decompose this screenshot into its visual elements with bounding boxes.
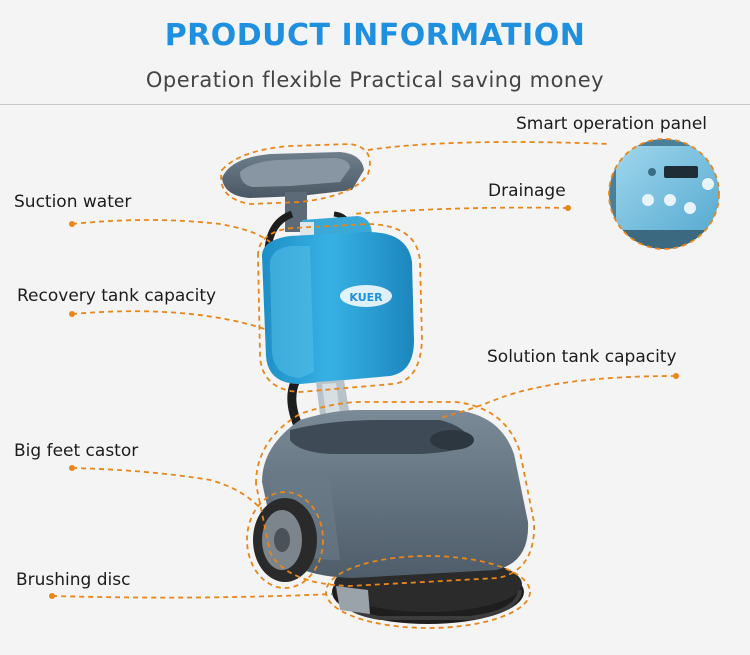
header-divider: [0, 104, 750, 105]
recovery-tank: KUER: [262, 216, 414, 384]
page-subtitle: Operation flexible Practical saving mone…: [145, 68, 605, 92]
callout-dot-brushing-disc: [49, 593, 55, 599]
callout-dot-solution-tank: [673, 373, 679, 379]
label-drainage: Drainage: [488, 181, 566, 201]
panel-inset-border: [608, 138, 720, 250]
callout-dot-suction-water: [69, 221, 75, 227]
callout-line-suction-water: [71, 219, 271, 243]
panel-button-icon: [684, 202, 696, 214]
power-indicator-icon: [648, 168, 656, 176]
label-suction-water: Suction water: [14, 192, 132, 212]
callout-line-solution-tank: [439, 375, 677, 419]
callout-dot-recovery-tank: [69, 311, 75, 317]
callout-line-smart-panel: [367, 141, 611, 151]
callout-line-drainage: [351, 206, 569, 215]
brand-logo: KUER: [349, 291, 383, 304]
label-solution-tank-capacity: Solution tank capacity: [487, 347, 677, 367]
callout-line-recovery-tank: [71, 310, 269, 331]
panel-button-icon: [642, 194, 654, 206]
callout-line-big-feet-castor: [71, 467, 259, 507]
label-recovery-tank-capacity: Recovery tank capacity: [17, 286, 217, 306]
label-smart-operation-panel: Smart operation panel: [516, 114, 708, 134]
callout-line-brushing-disc: [51, 593, 333, 599]
panel-button-icon: [702, 178, 714, 190]
page-title: PRODUCT INFORMATION: [164, 18, 586, 53]
panel-button-icon: [664, 194, 676, 206]
smart-operation-panel-inset: [608, 138, 720, 250]
display-screen: [664, 166, 698, 178]
callout-dot-drainage: [565, 205, 571, 211]
label-big-feet-castor: Big feet castor: [14, 441, 139, 461]
label-brushing-disc: Brushing disc: [16, 570, 131, 590]
callout-dot-big-feet-castor: [69, 465, 75, 471]
